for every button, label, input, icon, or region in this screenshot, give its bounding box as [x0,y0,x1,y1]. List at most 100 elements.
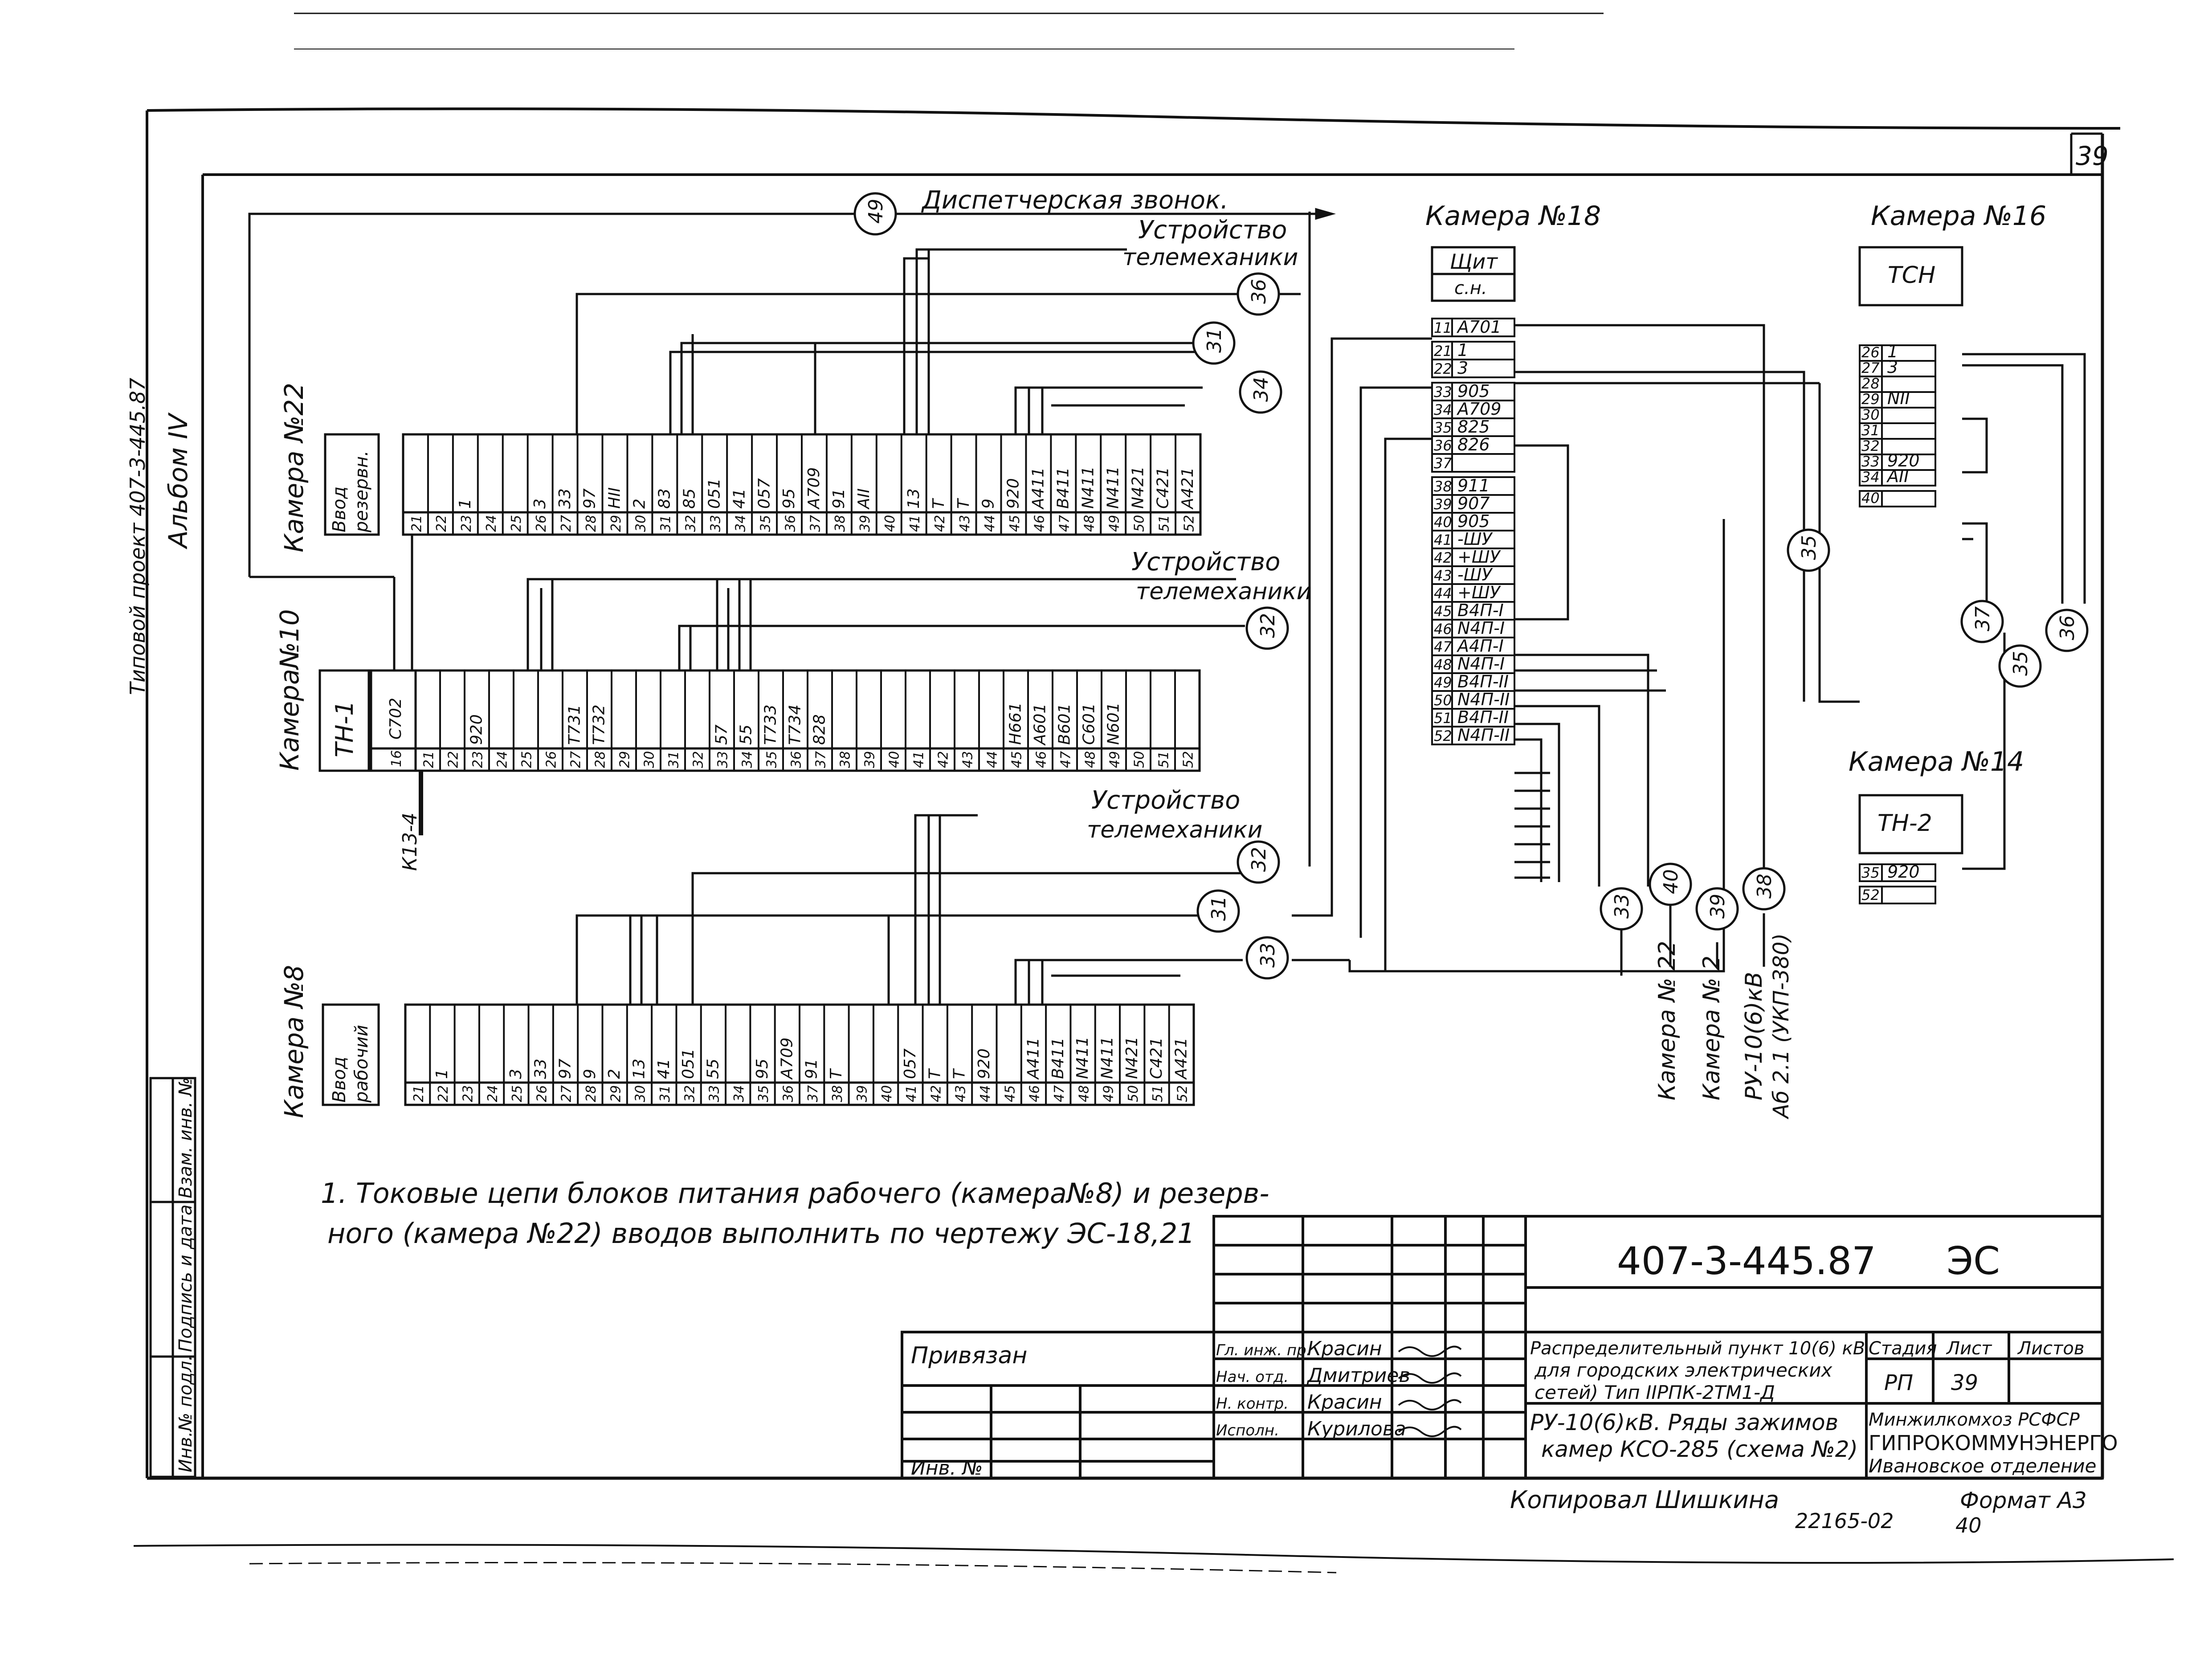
terminal-number: 47 [1058,751,1074,768]
terminal-number: 21 [1434,343,1452,360]
terminal-number: 24 [495,751,510,768]
terminal-label: 905 [1457,381,1490,401]
terminal-number: 40 [882,515,898,532]
dispatch-label: Диспетчерская звонок. [921,186,1228,215]
terminal-number: 26 [534,515,549,532]
camera-16-title: Камера №16 [1871,200,2046,232]
cable-mark-number: 32 [1257,613,1279,638]
terminal-number: 41 [907,515,923,532]
terminal-number: 22 [446,751,461,768]
terminal-number: 33 [715,751,731,768]
camera-22-device-line1: Ввод [329,486,350,532]
terminal-number: 22 [436,1085,451,1102]
terminal-number: 33 [1434,384,1452,401]
cable-mark-number: 38 [1753,874,1776,899]
cable-mark-circle [1237,272,1280,316]
camera-8-device-line1: Ввод [329,1057,350,1103]
terminal-label: 051 [679,1048,698,1079]
terminal-label: -ШУ [1457,565,1493,585]
left-side-stamp [149,1077,196,1478]
inv-no-label: Инв. № [911,1457,983,1480]
camera-16-panel [1858,246,1963,307]
terminal-number: 24 [484,515,499,532]
terminal-label: N4П-I [1457,654,1505,674]
signature-role: Н. контр. [1216,1395,1289,1413]
terminal-number: 45 [1002,1085,1018,1102]
terminal-number: 42 [928,1085,944,1102]
cable-mark-number: 35 [1798,535,1820,560]
terminal-number: 39 [1434,496,1452,513]
terminal-label: 95 [753,1059,771,1079]
terminal-number: 38 [830,1085,845,1102]
terminal-label: А601 [1031,703,1049,746]
cable-mark-number: 36 [1248,279,1270,304]
terminal-number: 50 [1126,1085,1141,1102]
terminal-number: 46 [1034,751,1049,768]
order-number: 22165-02 [1795,1509,1894,1533]
terminal-label: NII [1887,388,1910,408]
signature-scribble [1398,1399,1462,1410]
terminal-number: 44 [982,515,998,532]
terminal-number: 11 [1434,319,1452,336]
terminal-number: 21 [421,751,437,768]
stamp-podpis-data: Подпись и дата [175,1205,196,1352]
cable-mark-number: 35 [2009,651,2032,676]
terminal-number: 40 [1434,514,1452,531]
terminal-number: 37 [808,515,823,532]
terminal-label: С421 [1154,467,1172,509]
terminal-number: 43 [957,515,973,532]
terminal-number: 52 [1434,728,1452,744]
terminal-label: 41 [655,1059,673,1079]
terminal-label: Т [827,1068,845,1079]
terminal-label: Т [926,1068,944,1079]
terminal-label: 825 [1457,417,1490,437]
terminal-number: 34 [731,1085,747,1102]
stage-header: Стадия [1869,1338,1937,1359]
terminal-number: 37 [1434,455,1452,472]
terminal-label: А421 [1179,467,1197,510]
terminal-label: 051 [705,478,723,509]
terminal-number: 47 [1057,515,1073,532]
cable-mark-circle [1960,600,2004,643]
terminal-label: АII [1886,466,1909,486]
desc-line2: для городских электрических [1534,1359,1833,1381]
terminal-label: 920 [468,714,486,745]
terminal-cell [1431,453,1515,473]
terminal-number: 27 [559,515,574,532]
desc-line1: Распределительный пункт 10(6) кВ [1530,1338,1865,1359]
camera-18-title: Камера №18 [1425,200,1601,232]
terminal-number: 35 [1434,419,1452,436]
signature-scribble [1398,1426,1462,1437]
terminal-label: 920 [975,1048,993,1079]
terminal-number: 34 [740,751,755,768]
terminal-number: 25 [519,751,535,768]
title-block-grid [901,1215,2104,1480]
terminal-label: -ШУ [1457,529,1493,549]
cable-mark-circle [1192,321,1236,365]
terminal-number: 33 [1861,453,1880,470]
terminal-number: 41 [904,1085,919,1102]
terminal-number: 21 [409,515,424,532]
terminal-label: 91 [803,1059,821,1079]
terminal-label: Т [930,498,948,509]
terminal-number: 33 [707,1085,722,1102]
terminal-cell [1859,886,1936,904]
terminal-label: А709 [778,1038,796,1080]
telemech-k10-line1: Устройство [1131,548,1280,576]
terminal-number: 44 [978,1085,993,1102]
terminal-number: 30 [642,751,657,768]
terminal-label: 057 [755,478,773,509]
terminal-number: 42 [936,751,951,768]
terminal-number: 50 [1131,515,1147,532]
terminal-label: Т [951,1068,969,1079]
camera-10-side-label: К13-4 [399,813,421,871]
terminal-number: 23 [459,515,474,532]
terminal-number: 23 [470,751,486,768]
terminal-number: 35 [1861,864,1880,881]
org-line1: Минжилкомхоз РСФСР [1869,1410,2080,1430]
terminal-number: 30 [633,515,649,532]
cable-mark-circle [1742,867,1786,911]
